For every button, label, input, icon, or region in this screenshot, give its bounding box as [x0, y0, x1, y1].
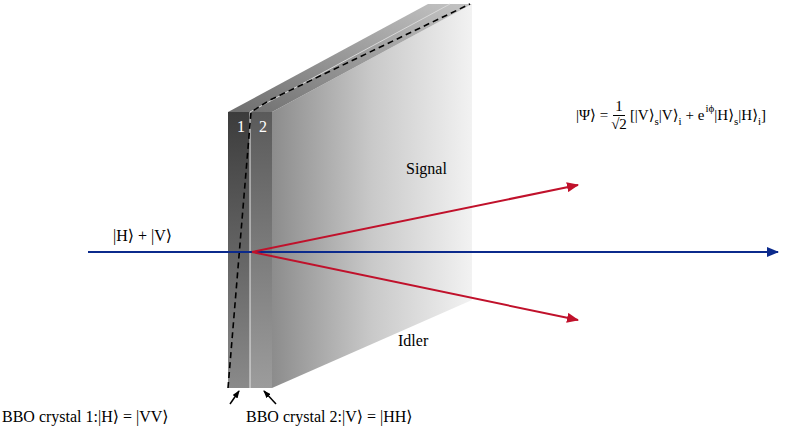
- crystal-number: 1: [228, 112, 254, 136]
- equation-term: i: [679, 115, 682, 127]
- equation-term: s: [655, 115, 659, 127]
- crystal-label: BBO crystal 1:|H⟩ = |VV⟩: [2, 407, 169, 426]
- equation-term: |H⟩: [714, 106, 734, 124]
- crystal-number: 2: [250, 112, 276, 136]
- equation-term: i: [758, 115, 761, 127]
- crystal-face: 1: [228, 112, 254, 388]
- crystal-divider: [250, 112, 251, 388]
- equation-term: + e: [686, 107, 705, 124]
- equation-term: s: [734, 115, 738, 127]
- equation-term: √2: [611, 116, 627, 133]
- signal-beam: [252, 185, 578, 252]
- equation-term: |V⟩: [659, 106, 679, 124]
- equation-term: 1: [613, 98, 625, 116]
- optic-axis: [228, 4, 470, 388]
- leader-line: [264, 391, 276, 404]
- equation-term: iϕ: [705, 102, 714, 114]
- idler-beam: [252, 252, 578, 320]
- state-equation: |Ψ⟩ =1√2[|V⟩s|V⟩i+ eiϕ|H⟩s|H⟩i]: [576, 98, 766, 132]
- leader-line: [230, 391, 239, 404]
- fraction: 1√2: [611, 98, 627, 132]
- pump-beam: [88, 251, 778, 253]
- beam-label: Signal: [406, 160, 447, 178]
- crystal-face: 2: [250, 112, 276, 388]
- equation-term: |H⟩: [738, 106, 758, 124]
- crystal-label: BBO crystal 2:|V⟩ = |HH⟩: [246, 407, 413, 426]
- equation-term: [|V⟩: [630, 106, 655, 124]
- beam-label: Idler: [398, 332, 428, 350]
- crystal-side-face: [272, 4, 472, 388]
- input-polarization: |H⟩ + |V⟩: [113, 226, 172, 245]
- equation-term: |Ψ⟩ =: [576, 106, 608, 124]
- equation-term: ]: [761, 107, 766, 124]
